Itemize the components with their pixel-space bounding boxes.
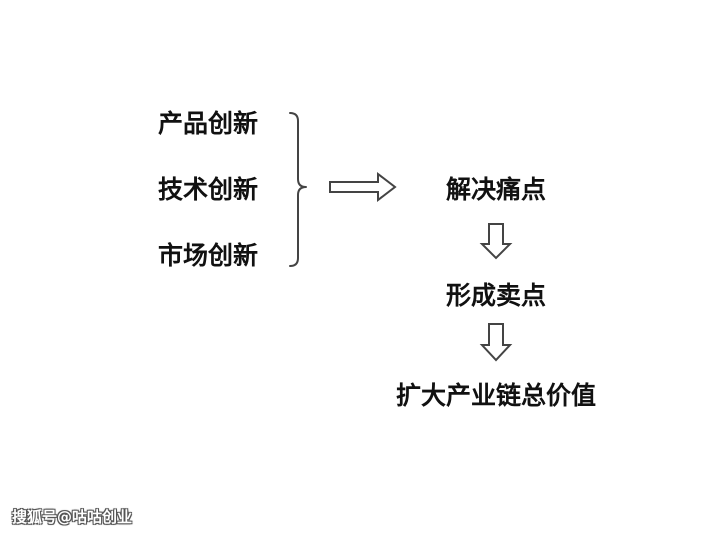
outcome-selling-point: 形成卖点 bbox=[445, 281, 547, 310]
innovation-label-market: 市场创新 bbox=[158, 241, 259, 270]
outcome-pain-point: 解决痛点 bbox=[445, 175, 547, 204]
outline-arrow-down-icon bbox=[479, 323, 513, 362]
outline-arrow-right-icon bbox=[329, 171, 397, 203]
outcome-value-chain: 扩大产业链总价值 bbox=[395, 381, 597, 410]
innovation-label-product: 产品创新 bbox=[158, 109, 259, 138]
outline-arrow-down-icon bbox=[479, 223, 513, 260]
watermark: 搜狐号@咕咕创业 bbox=[12, 508, 133, 526]
innovation-label-technology: 技术创新 bbox=[158, 175, 259, 204]
right-curly-brace-icon bbox=[289, 112, 307, 267]
